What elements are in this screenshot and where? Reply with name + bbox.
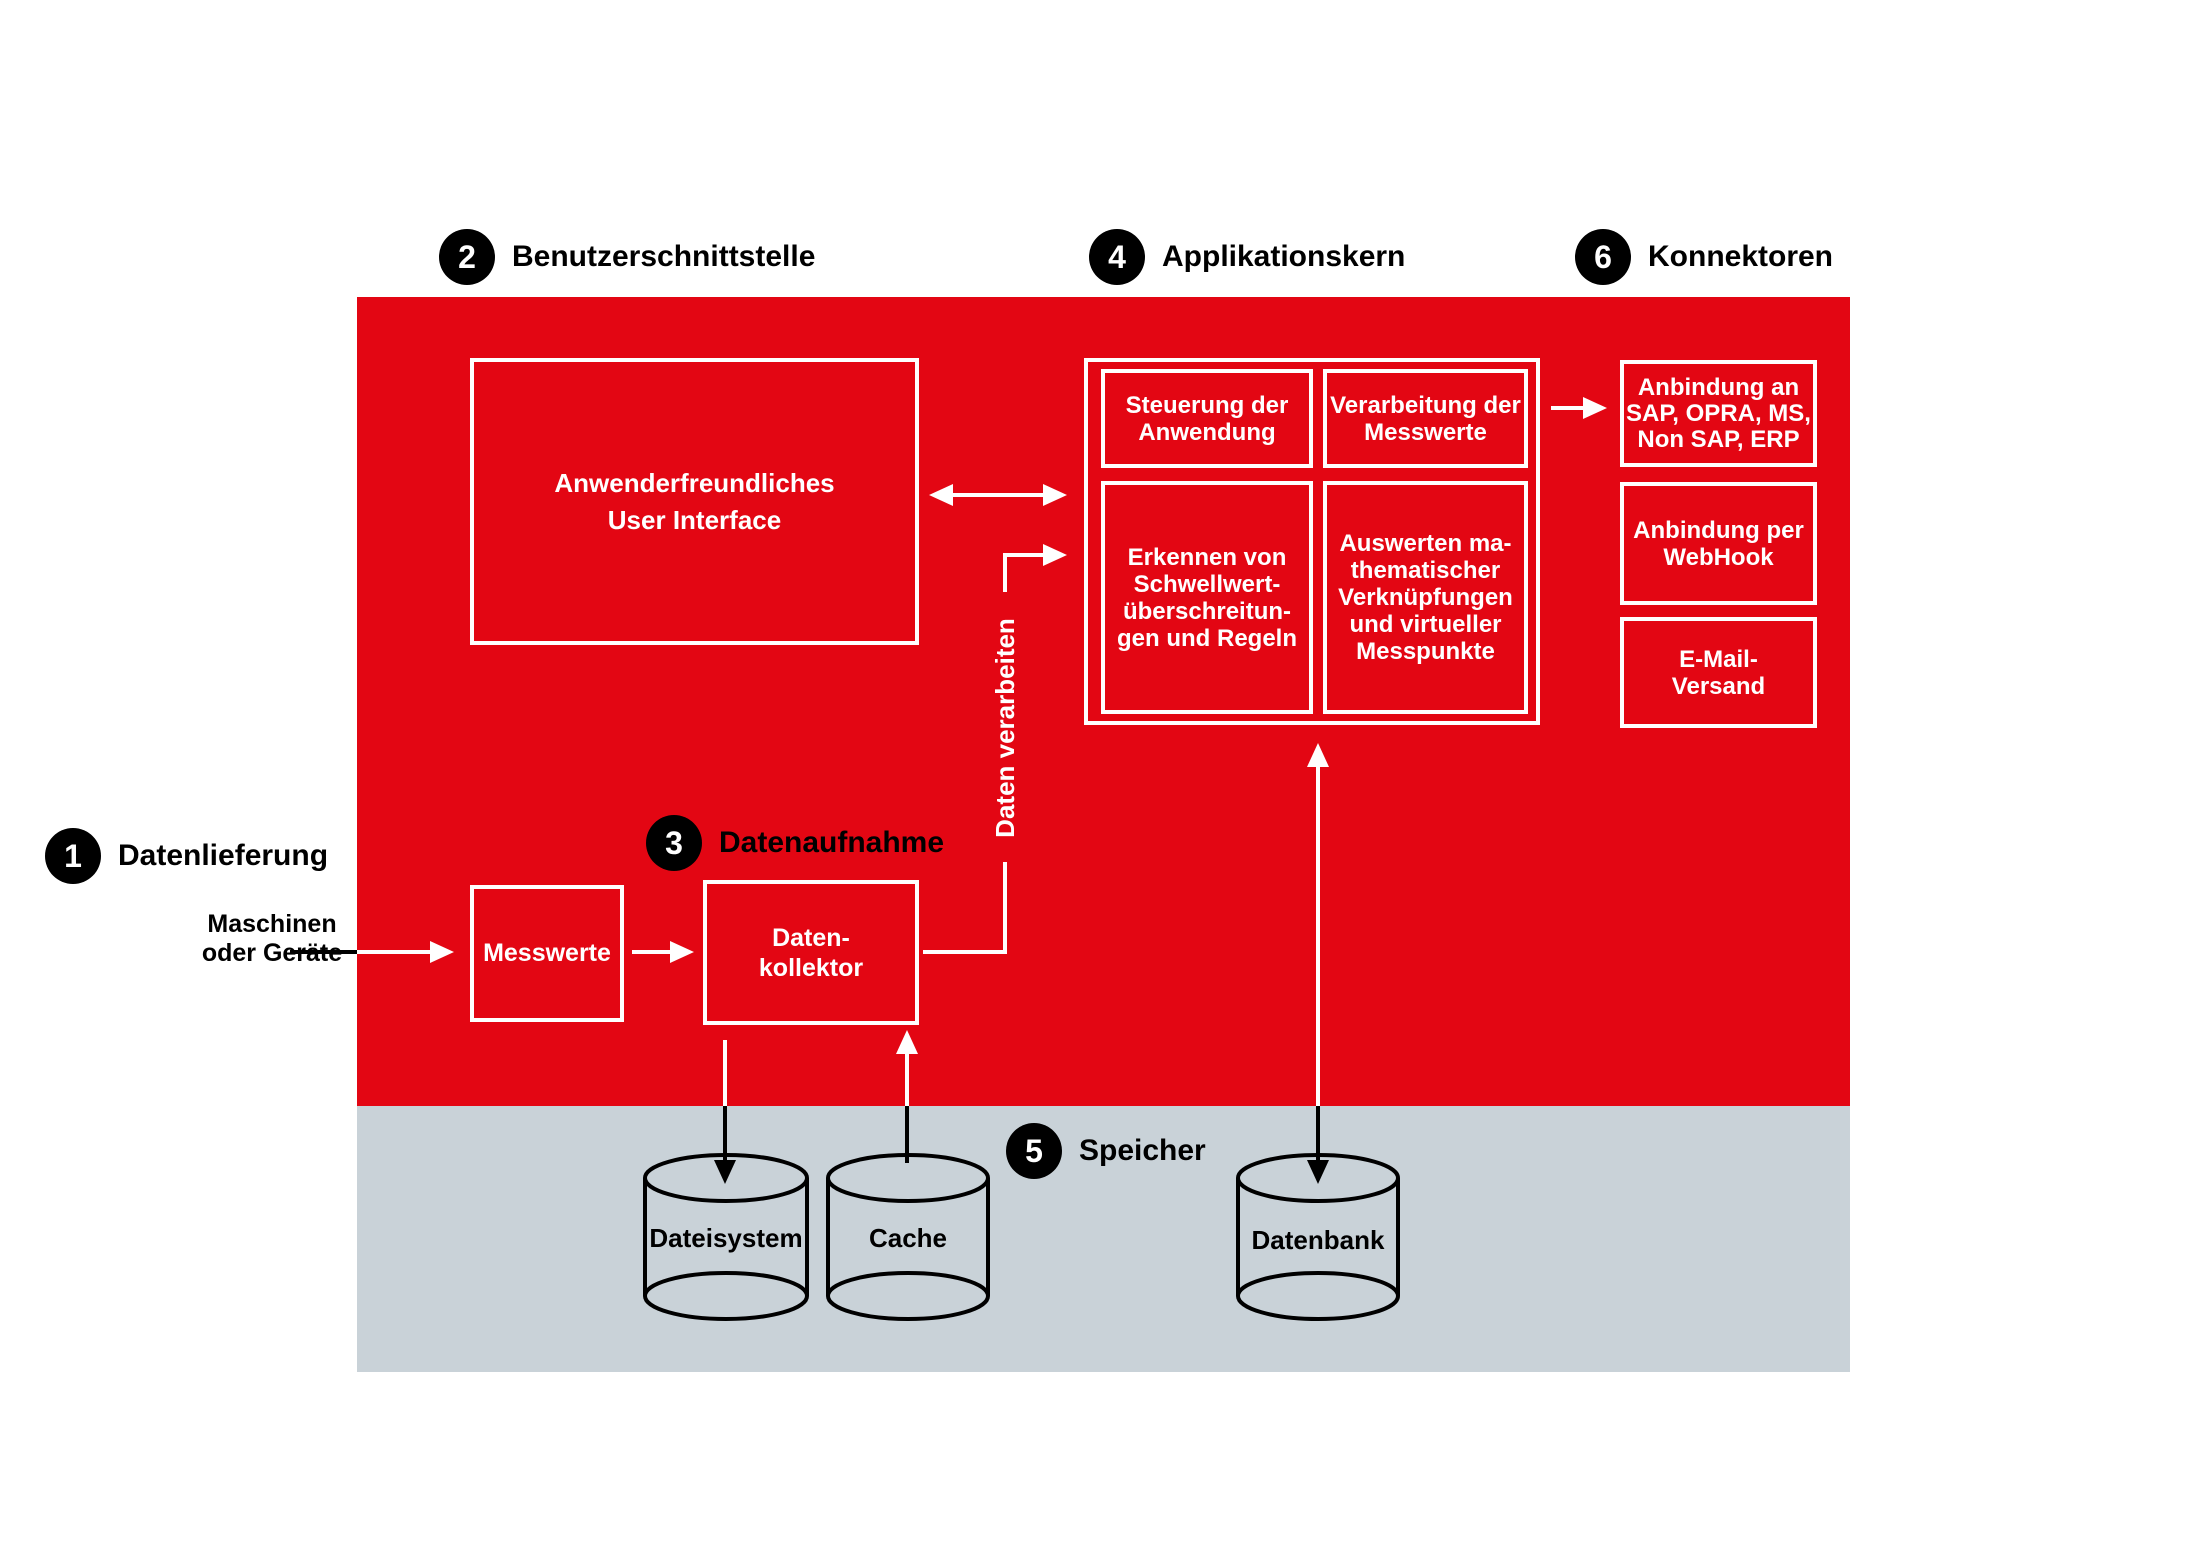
storage-zone	[357, 1106, 1850, 1372]
section-konnektoren: 6 Konnektoren	[1575, 229, 1833, 285]
box-email-connector-label: E-Mail- Versand	[1671, 645, 1766, 700]
section-applikationskern: 4 Applikationskern	[1089, 229, 1405, 285]
section-benutzerschnittstelle: 2 Benutzerschnittstelle	[439, 229, 815, 285]
cache-to-kollektor-arrow	[896, 1030, 918, 1163]
section-datenaufnahme: 3 Datenaufnahme	[646, 815, 944, 871]
box-user-interface: Anwenderfreundliches User Interface	[470, 358, 919, 645]
box-email-connector: E-Mail- Versand	[1620, 617, 1817, 728]
box-sap-connector-label: Anbindung an SAP, OPRA, MS, Non SAP, ERP	[1626, 373, 1811, 453]
step-4-badge: 4	[1089, 229, 1145, 285]
box-auswerten: Auswerten ma- thematischer Verknüpfungen…	[1323, 481, 1528, 714]
box-auswerten-label: Auswerten ma- thematischer Verknüpfungen…	[1338, 530, 1513, 665]
section-title-datenaufnahme: Datenaufnahme	[719, 826, 945, 859]
step-3-badge: 3	[646, 815, 702, 871]
box-verarbeitung: Verarbeitung der Messwerte	[1323, 369, 1528, 468]
datenbank-label: Datenbank	[1218, 1224, 1418, 1256]
step-2-badge: 2	[439, 229, 495, 285]
daten-verarbeiten-label: Daten verarbeiten	[987, 596, 1023, 860]
section-title-konnektoren: Konnektoren	[1648, 240, 1834, 273]
dateisystem-cylinder	[643, 1153, 809, 1321]
box-messwerte: Messwerte	[470, 885, 624, 1022]
box-datenkollektor: Daten- kollektor	[703, 880, 919, 1025]
kollektor-to-dateisystem-arrow	[714, 1040, 736, 1184]
box-datenkollektor-label: Daten- kollektor	[758, 923, 864, 982]
section-datenlieferung: 1 Datenlieferung	[45, 828, 328, 884]
cache-label: Cache	[808, 1222, 1008, 1254]
box-verarbeitung-label: Verarbeitung der Messwerte	[1330, 391, 1521, 446]
datenbank-appcore-arrow	[1307, 743, 1329, 1184]
box-appcore-outer	[1084, 358, 1540, 725]
appcore-to-konnektoren-arrow	[1551, 397, 1607, 419]
section-title-datenlieferung: Datenlieferung	[118, 839, 329, 872]
dateisystem-label: Dateisystem	[626, 1222, 826, 1254]
box-erkennen: Erkennen von Schwellwert- überschreitun-…	[1101, 481, 1313, 714]
box-steuerung-label: Steuerung der Anwendung	[1125, 391, 1289, 446]
section-title-speicher: Speicher	[1079, 1134, 1206, 1167]
box-erkennen-label: Erkennen von Schwellwert- überschreitun-…	[1117, 543, 1297, 652]
source-to-messwerte-arrow	[290, 941, 454, 963]
box-sap-connector: Anbindung an SAP, OPRA, MS, Non SAP, ERP	[1620, 360, 1817, 467]
cache-label-text: Cache	[868, 1222, 948, 1253]
messwerte-to-kollektor-arrow	[632, 941, 694, 963]
box-messwerte-label: Messwerte	[483, 939, 611, 967]
box-steuerung: Steuerung der Anwendung	[1101, 369, 1313, 468]
kollektor-appcore-arrow	[923, 544, 1067, 954]
box-webhook-connector-label: Anbindung per WebHook	[1633, 516, 1804, 571]
dateisystem-label-text: Dateisystem	[649, 1222, 803, 1253]
step-1-badge: 1	[45, 828, 101, 884]
section-title-benutzerschnittstelle: Benutzerschnittstelle	[512, 240, 816, 273]
source-label-text: Maschinen oder Geräte	[201, 910, 343, 967]
step-6-badge: 6	[1575, 229, 1631, 285]
source-label: Maschinen oder Geräte	[172, 909, 372, 969]
daten-verarbeiten-text: Daten verarbeiten	[989, 618, 1020, 838]
box-user-interface-label: Anwenderfreundliches User Interface	[554, 467, 835, 535]
datenbank-label-text: Datenbank	[1251, 1224, 1385, 1255]
datenbank-cylinder	[1236, 1153, 1400, 1321]
section-title-applikationskern: Applikationskern	[1162, 240, 1406, 273]
cache-cylinder	[826, 1153, 990, 1321]
step-5-badge: 5	[1006, 1123, 1062, 1179]
section-speicher: 5 Speicher	[1006, 1123, 1206, 1179]
box-webhook-connector: Anbindung per WebHook	[1620, 482, 1817, 605]
ui-appcore-arrow	[929, 484, 1067, 506]
